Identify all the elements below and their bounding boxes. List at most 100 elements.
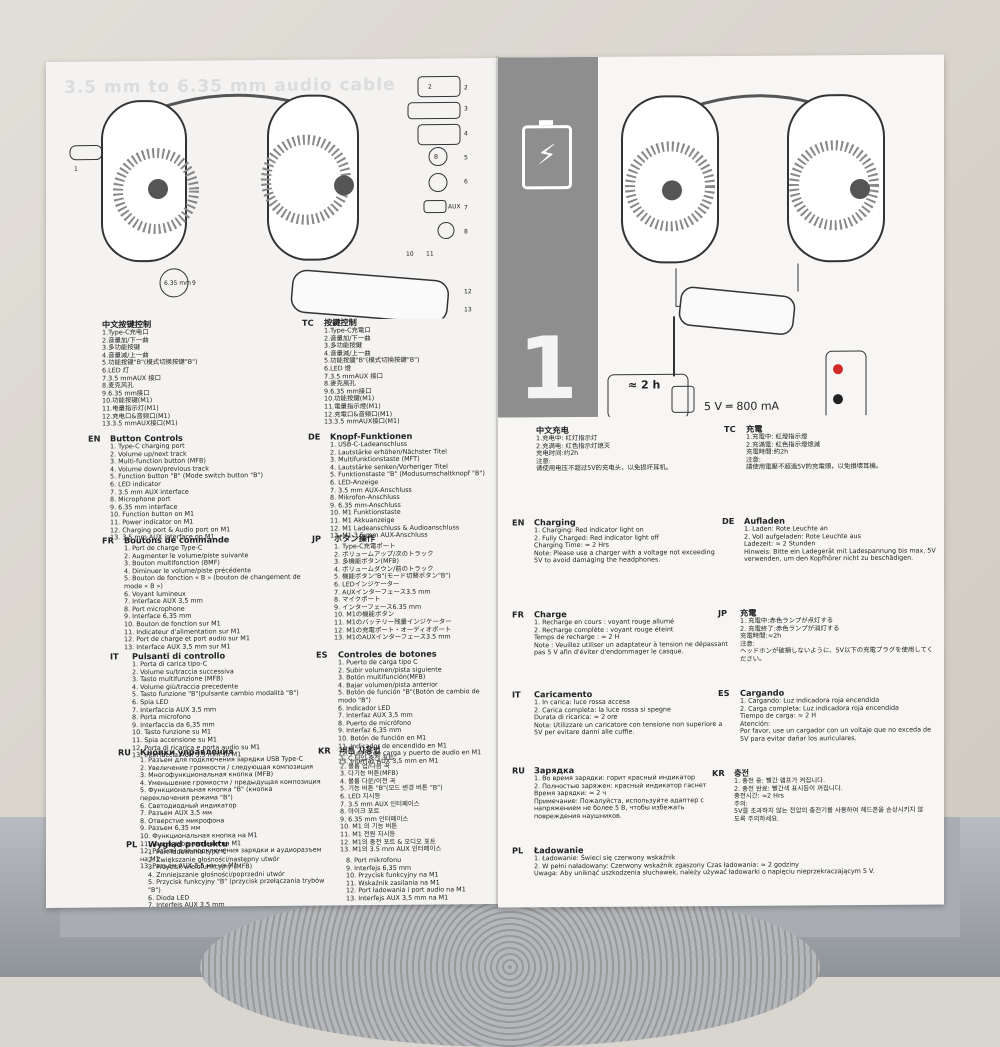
list-item: Note : Veuillez utiliser un adaptateur à… <box>534 641 728 658</box>
left-page: 3.5 mm to 6.35 mm audio cable 2 2 3 4 B … <box>46 58 498 908</box>
b-button-label: B <box>434 154 438 161</box>
list-item: 13.3.5 mmAUX接口(M1) <box>102 419 280 428</box>
language-code: EN <box>512 517 534 527</box>
callout-9-badge: 9 <box>192 280 196 287</box>
callout-2: 2 <box>428 84 432 91</box>
callout-12-badge: 12 <box>464 288 472 295</box>
callout-2-badge: 2 <box>464 84 468 91</box>
language-code: PL <box>512 845 534 855</box>
charge-spec: 5 V ═ 800 mA <box>704 400 779 414</box>
language-code: ES <box>316 649 338 659</box>
spec-voltage: 5 V <box>704 400 722 413</box>
list-item: 5V를 초과하지 않는 전압의 충전기를 사용하여 헤드폰을 손상시키지 않도록… <box>734 807 928 824</box>
callout-8-badge: 8 <box>464 228 468 235</box>
callout-3-badge: 3 <box>464 105 468 112</box>
list-item: 13. Interfejs AUX 3,5 mm na M1 <box>346 894 494 903</box>
callout-10-badge: 10 <box>406 251 414 258</box>
list-item: 13.3.5 mmAUX接口(M1) <box>324 417 492 426</box>
spec-separator: ═ <box>726 400 733 413</box>
language-code: KR <box>318 745 340 755</box>
language-code: EN <box>88 433 110 443</box>
language-code: IT <box>512 689 534 699</box>
list-item: 13. M1のAUXインターフェース3.5 mm <box>334 633 492 642</box>
item-list: 1. Во время зарядки: горит красный индик… <box>512 774 724 821</box>
callout-7-badge: 7 <box>464 204 468 211</box>
language-code: TC <box>724 424 746 434</box>
language-code: DE <box>308 431 330 441</box>
callout-6-badge: 6 <box>464 178 468 185</box>
charge-duration: ≈ 2 h <box>628 378 660 391</box>
list-item: 请使用电压不超过5V的充电头，以免损坏耳机。 <box>536 464 724 473</box>
item-list: 1. Recharge en cours : voyant rouge allu… <box>512 618 728 657</box>
callout-11-badge: 11 <box>426 251 434 258</box>
item-list: 1. Ładowanie: Świeci się czerwony wskaźn… <box>512 853 928 879</box>
list-item: 5. Przycisk funkcyjny "B" (przycisk prze… <box>148 878 326 895</box>
list-item: Hinweis: Bitte ein Ladegerät mit Ladespa… <box>744 547 938 564</box>
list-item: ヘッドホンが破損しないように、5V以下の充電プラグを使用してください。 <box>740 647 934 664</box>
charging-diagram <box>498 54 944 417</box>
language-code: TC <box>302 318 324 328</box>
list-item: Примечание: Пожалуйста, используйте адап… <box>534 797 724 821</box>
jack-size-label: 6.35 mm <box>164 280 191 287</box>
language-code: FR <box>102 535 124 545</box>
list-item: 5. Botón de función "B"(Botón de cambio … <box>338 688 496 705</box>
language-code: JP <box>312 533 334 543</box>
language-code: RU <box>512 765 534 775</box>
callout-1-badge: 1 <box>74 166 78 173</box>
callout-4-badge: 4 <box>464 130 468 137</box>
language-code: PL <box>126 839 148 849</box>
item-list: 1. Cargando: Luz indicadora roja encendi… <box>718 697 932 744</box>
language-code: RU <box>118 747 140 757</box>
language-code: DE <box>722 516 744 526</box>
language-code: KR <box>712 768 734 778</box>
list-item: Por favor, use un cargador con un voltaj… <box>740 727 932 744</box>
list-item: 5. Bouton de fonction « B » (bouton de c… <box>124 574 302 591</box>
item-list: 1. 충전 중: 빨간 램프가 켜집니다.2. 충전 완료: 빨간색 표시등이 … <box>712 777 928 824</box>
list-item: Uwaga: Aby uniknąć uszkodzenia słuchawek… <box>534 868 928 878</box>
list-item: 5. Функциональная кнопка "B" (кнопка пер… <box>140 786 322 803</box>
list-item: Nota: Utilizzare un caricatore con tensi… <box>534 721 724 738</box>
list-item: Note: Please use a charger with a voltag… <box>534 549 716 565</box>
language-code: FR <box>512 609 534 619</box>
language-code: IT <box>110 651 132 661</box>
callout-13-badge: 13 <box>464 306 472 313</box>
language-code: ES <box>718 688 740 698</box>
list-item: 請使用電壓不超過5V的充電頭，以免損壞耳機。 <box>746 463 938 472</box>
spec-current: 800 mA <box>736 400 779 413</box>
